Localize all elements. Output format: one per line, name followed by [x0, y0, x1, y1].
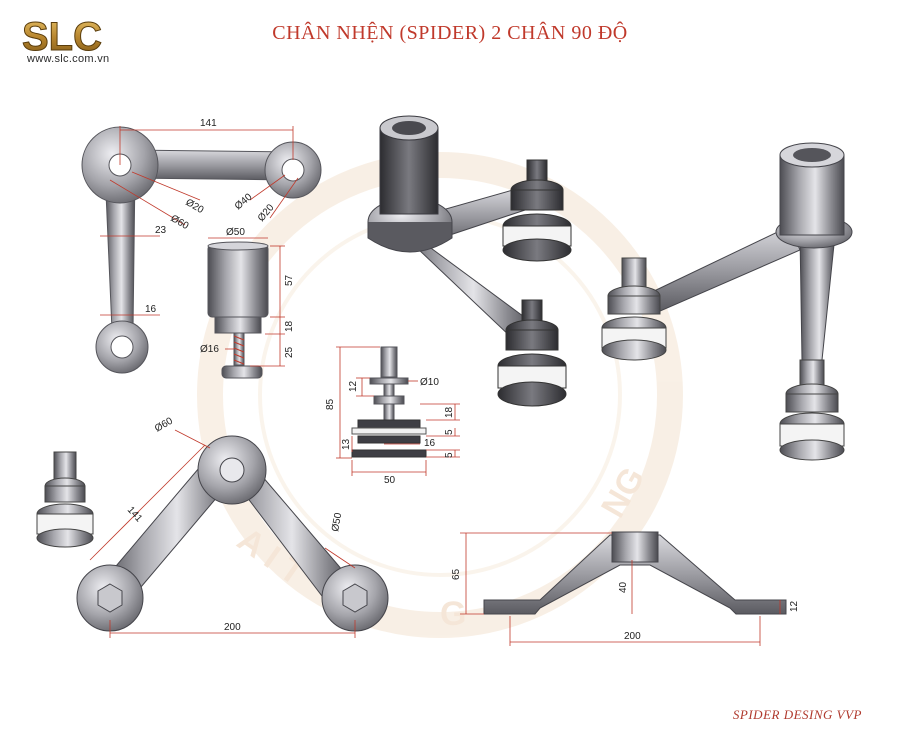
dim-fit-50: 50: [384, 475, 396, 486]
fitting-3d-small: [36, 451, 94, 548]
dim-top-d60: Ø60: [169, 213, 191, 232]
dim-fit-d10: Ø10: [420, 377, 439, 388]
spider-3d-view-1: [367, 115, 572, 407]
side-view-spider: [483, 531, 787, 615]
dim-fit-13: 13: [341, 438, 352, 450]
dim-top-23: 23: [155, 225, 167, 236]
website-url: www.slc.com.vn: [27, 53, 110, 65]
spider-3d-view-2: [601, 142, 853, 461]
dim-sleeve-25: 25: [284, 346, 295, 358]
dim-side-200: 200: [624, 631, 641, 642]
slc-logo: SLC: [22, 15, 103, 60]
dim-side-65: 65: [451, 568, 462, 580]
dim-sleeve-57: 57: [284, 274, 295, 286]
dim-top-16: 16: [145, 304, 157, 315]
dim-fit-5b: 5: [444, 452, 455, 458]
sleeve-dimensions: [208, 237, 285, 367]
dim-top-d20-left: Ø20: [184, 197, 206, 216]
dim-plan-d60: Ø60: [153, 415, 175, 434]
dim-side-12: 12: [789, 600, 800, 612]
top-view-spider: [81, 126, 322, 374]
dim-plan-d50: Ø50: [330, 512, 344, 533]
top-view-dimensions: [100, 126, 299, 316]
side-view-dimensions: [460, 532, 781, 646]
dim-sleeve-18: 18: [284, 320, 295, 332]
dim-fit-12: 12: [348, 380, 359, 392]
dim-sleeve-d16: Ø16: [200, 344, 219, 355]
footer-credit: SPIDER DESING VVP: [732, 707, 862, 722]
plan-view-dimensions: [89, 429, 356, 638]
fitting-section: [351, 346, 427, 458]
dim-plan-200: 200: [224, 622, 241, 633]
plan-view-spider: [76, 435, 389, 632]
dim-side-40: 40: [618, 581, 629, 593]
dim-sleeve-d50: Ø50: [226, 227, 245, 238]
dim-fit-16: 16: [424, 438, 436, 449]
dim-fit-85: 85: [325, 398, 336, 410]
dim-top-141: 141: [200, 118, 217, 129]
dim-fit-18: 18: [444, 406, 455, 418]
page-title: CHÂN NHỆN (SPIDER) 2 CHÂN 90 ĐỘ: [272, 22, 628, 44]
dim-fit-5a: 5: [444, 429, 455, 435]
dim-top-d40: Ø40: [233, 191, 255, 212]
svg-text:SLC: SLC: [22, 15, 102, 59]
fitting-dimensions: [336, 346, 460, 476]
sleeve-detail: [207, 241, 269, 379]
